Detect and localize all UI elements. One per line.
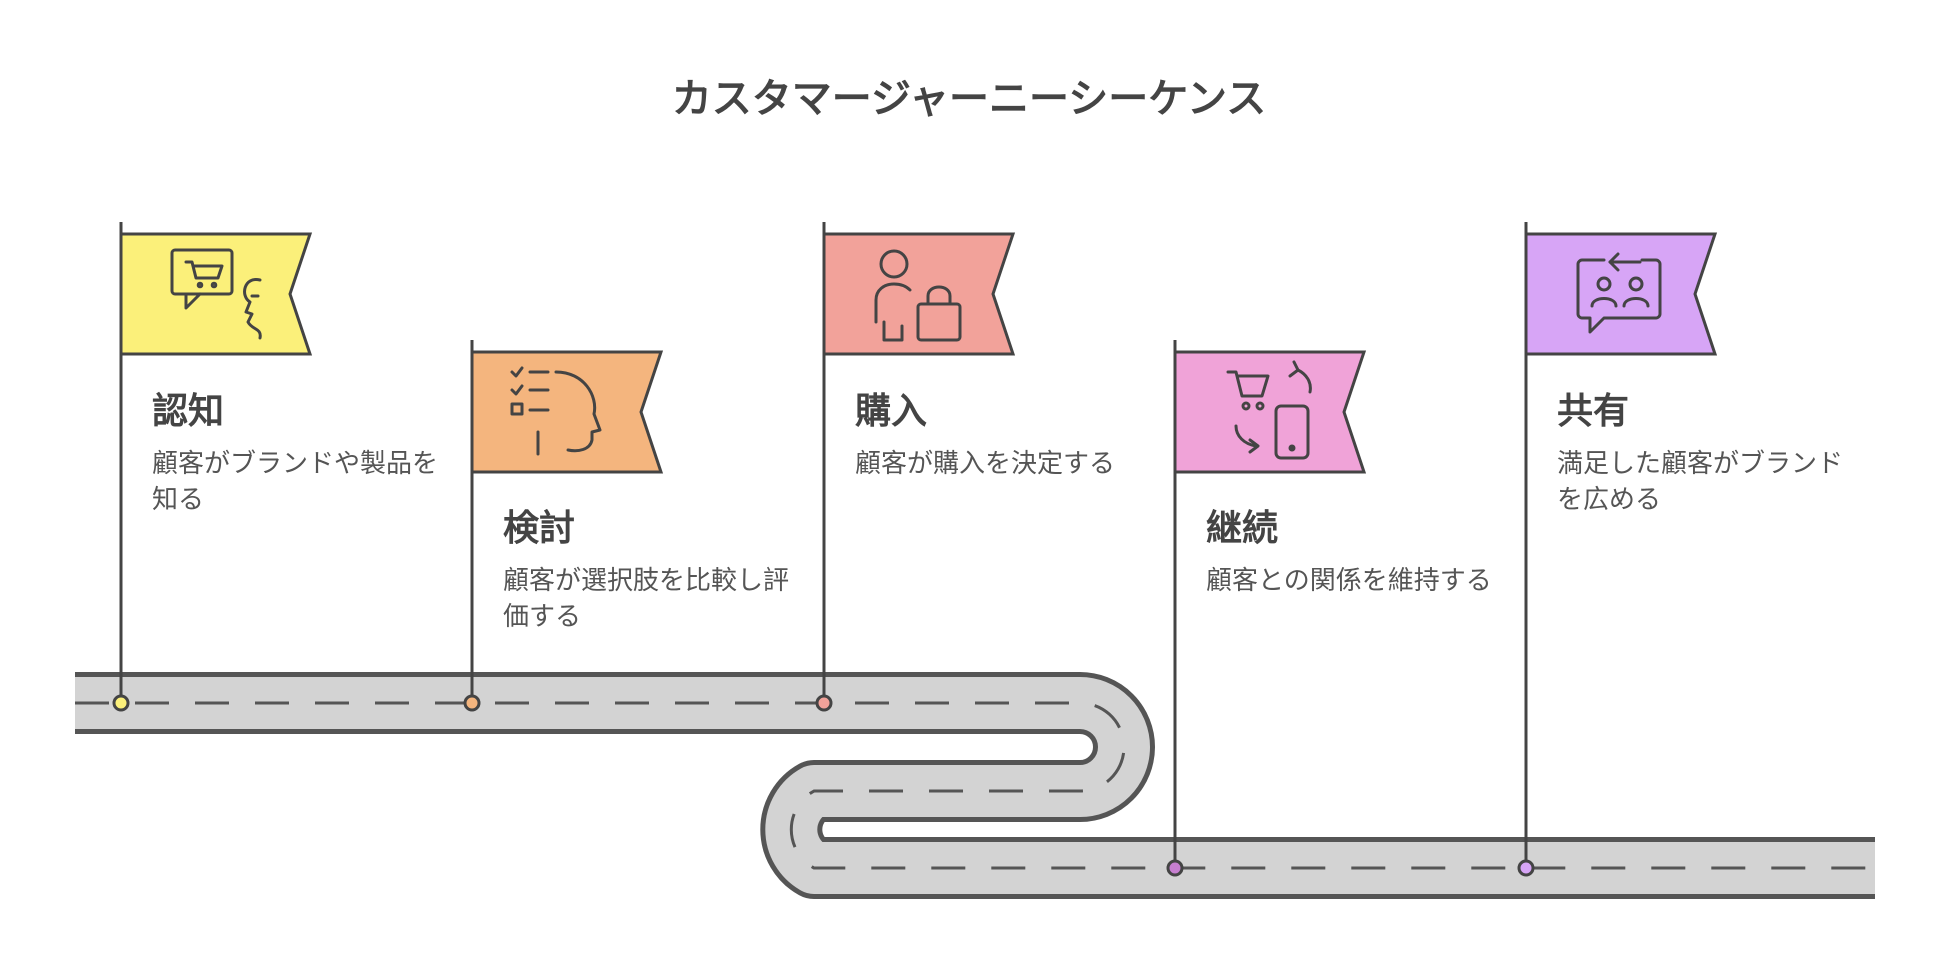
stage-desc-sharing: 満足した顧客がブランドを広める (1557, 449, 1844, 515)
checklist-head-icon (510, 366, 602, 456)
road (75, 672, 1875, 899)
stage-title-sharing: 共有 (1557, 391, 1630, 432)
share-chat-icon (1576, 252, 1662, 334)
shopping-chat-icon (170, 248, 262, 340)
cart-phone-icon (1226, 360, 1312, 460)
stage-title-purchase: 購入 (855, 391, 928, 432)
stage-title-consideration: 検討 (503, 508, 576, 549)
stage-title-retention: 継続 (1206, 508, 1279, 549)
stage-desc-awareness: 顧客がブランドや製品を知る (152, 449, 439, 515)
stage-awareness (112, 222, 313, 712)
stage-retention (1166, 340, 1367, 877)
person-bag-icon (874, 249, 962, 342)
stage-consideration (463, 340, 664, 712)
diagram-title: カスタマージャーニーシーケンス (671, 76, 1267, 122)
stage-desc-consideration: 顧客が選択肢を比較し評価する (503, 566, 790, 632)
stage-sharing (1517, 222, 1718, 877)
stage-title-awareness: 認知 (152, 391, 225, 432)
stage-desc-purchase: 顧客が購入を決定する (855, 449, 1116, 479)
stage-flag (470, 350, 664, 474)
stage-flag (822, 232, 1016, 356)
stage-flag (1524, 232, 1718, 356)
stage-desc-retention: 顧客との関係を維持する (1206, 566, 1492, 596)
stage-flag (1173, 350, 1367, 474)
stage-purchase (815, 222, 1016, 712)
